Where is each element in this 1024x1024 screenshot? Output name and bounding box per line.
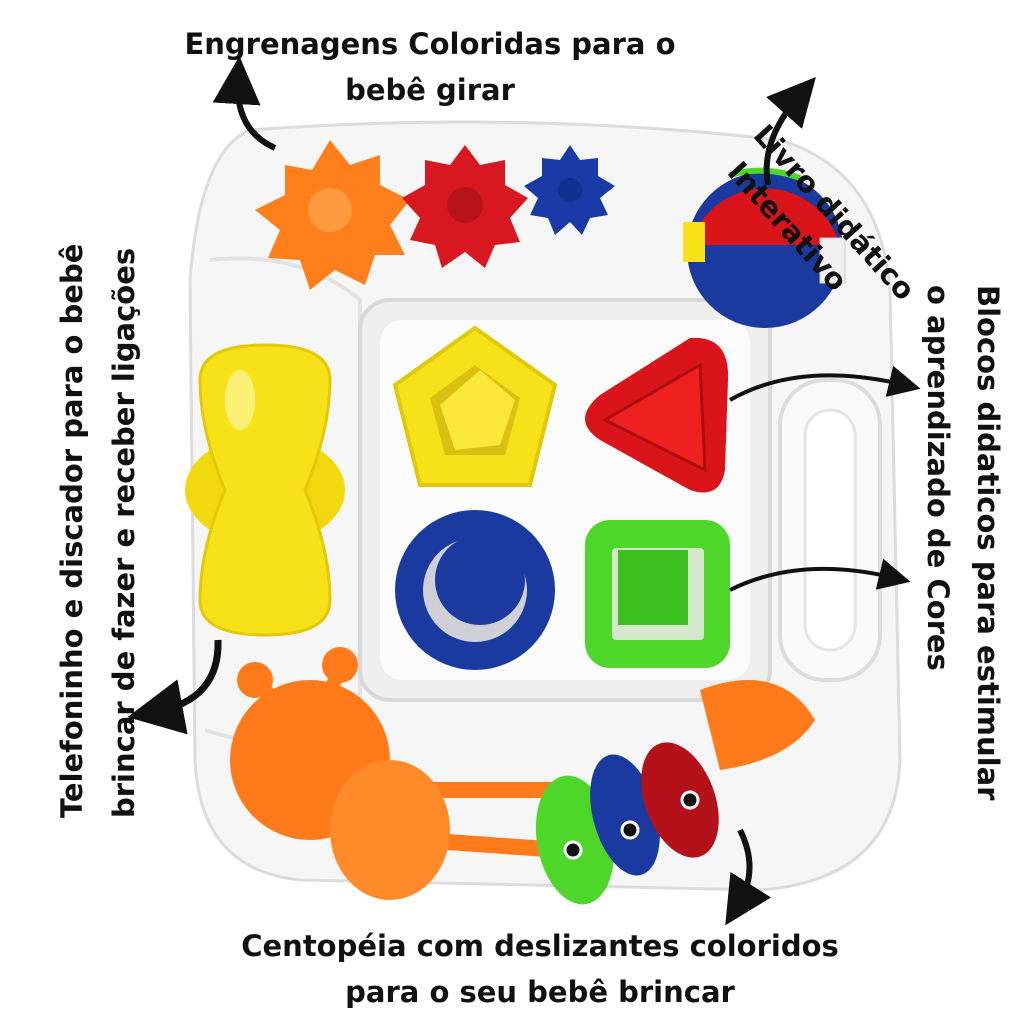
yellow-pentagon-block [392, 325, 558, 487]
phone-label-line-2: brincar de fazer e receber ligações [107, 247, 141, 818]
blue-circle-block [395, 510, 555, 670]
yellow-phone [185, 343, 345, 637]
centipede-label-line-2: para o seu bebê brincar [345, 975, 735, 1009]
arrow-square [729, 558, 911, 592]
phone-label-line-1: Telefoninho e discador para o bebê [55, 243, 89, 818]
centipede-label-line-1: Centopéia com deslizantes coloridos [241, 929, 839, 963]
gears-label-line-1: Engrenagens Coloridas para o [184, 27, 676, 61]
phone-label: Telefoninho e discador para o bebê brinc… [55, 243, 162, 818]
green-square-block [585, 520, 730, 668]
orange-gear [255, 140, 410, 290]
arrow-gears [212, 56, 277, 151]
arrow-phone [127, 639, 222, 735]
gears-label-line-2: bebê girar [345, 73, 515, 107]
red-gear [402, 145, 528, 268]
gears-label: Engrenagens Coloridas para o bebê girar [0, 30, 860, 122]
blocks-label-line-2: o aprendizado de Cores [921, 285, 955, 671]
centipede [230, 647, 815, 905]
red-triangle-block [585, 337, 729, 493]
interactive-book [683, 167, 846, 328]
centipede-label: Centopéia com deslizantes coloridos para… [180, 932, 900, 1024]
arrow-triangle [729, 365, 921, 402]
arrow-book [763, 77, 816, 186]
blue-gear [524, 145, 615, 235]
blocks-label-line-1: Blocos didaticos para estimular [971, 285, 1005, 801]
blocks-label: Blocos didaticos para estimular o aprend… [902, 285, 1005, 801]
arrow-centipede [725, 828, 772, 926]
